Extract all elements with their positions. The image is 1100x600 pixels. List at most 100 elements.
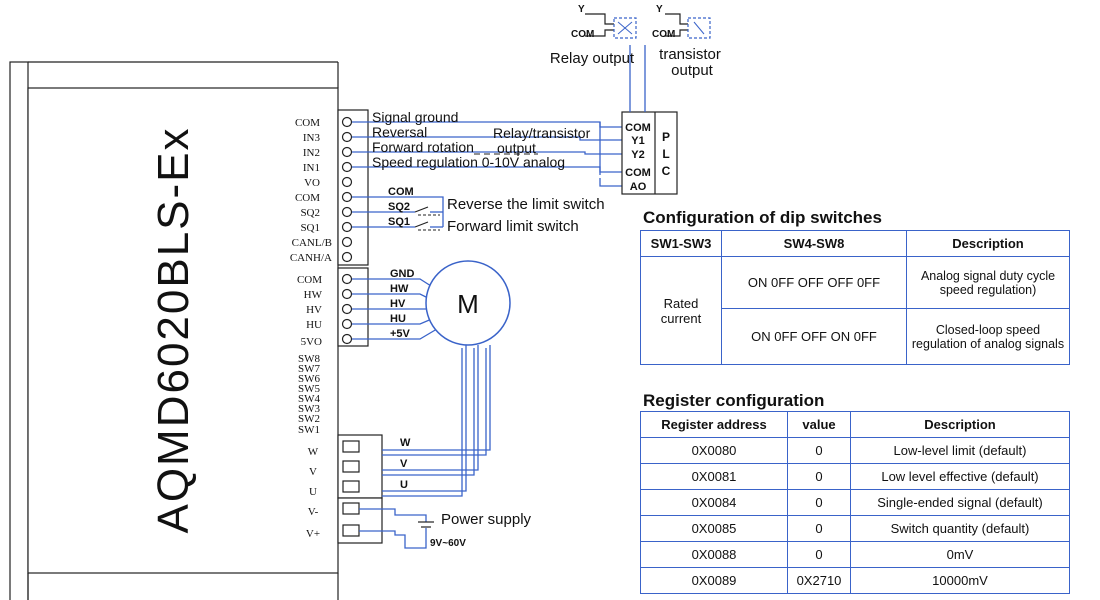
pin-label: V-	[308, 506, 319, 518]
pin-label: SW4	[298, 393, 321, 405]
pin-label: CANL/B	[292, 237, 332, 249]
relay-wires	[629, 45, 646, 112]
register-header-address: Register address	[640, 411, 788, 438]
power-supply-label: Power supply	[441, 511, 532, 528]
table-row: 0X0089 0X2710 10000mV	[640, 567, 1070, 594]
hall-terminals	[341, 273, 353, 345]
plc-pin: AO	[630, 181, 647, 193]
sq1-wire-label: SQ1	[388, 216, 410, 228]
register-address-cell: 0X0080	[640, 437, 788, 464]
reverse-limit-label: Reverse the limit switch	[447, 196, 605, 213]
register-value-cell: 0	[787, 489, 851, 516]
dip-description-cell: Analog signal duty cycle speed regulatio…	[906, 256, 1070, 309]
pin-label: COM	[295, 192, 320, 204]
dip-description-cell: Closed-loop speed regulation of analog s…	[906, 308, 1070, 365]
register-address-cell: 0X0088	[640, 541, 788, 568]
table-row: 0X0080 0 Low-level limit (default)	[640, 437, 1070, 464]
plc-pin: COM	[625, 122, 651, 134]
power-wires	[359, 508, 434, 549]
hall-wire-label: +5V	[390, 328, 411, 340]
pin-label: SQ2	[300, 207, 320, 219]
signal-terminals	[341, 116, 353, 263]
register-header-value: value	[787, 411, 851, 438]
register-address-cell: 0X0085	[640, 515, 788, 542]
register-description-cell: Switch quantity (default)	[850, 515, 1070, 542]
hall-wire-label: HU	[390, 313, 406, 325]
pin-label: SW2	[298, 413, 320, 425]
pin-label: CANH/A	[290, 252, 332, 264]
pin-label: VO	[304, 177, 320, 189]
forward-rotation-label: Forward rotation	[372, 139, 474, 155]
dip-header-description: Description	[906, 230, 1070, 257]
dip-rated-current-cell: Rated current	[640, 256, 722, 365]
power-pin-labels: V- V+	[306, 506, 320, 540]
transistor-label-line2: output	[671, 62, 714, 79]
pin-label: SW3	[298, 403, 321, 415]
forward-limit-label: Forward limit switch	[447, 218, 579, 235]
plc-letters: P L C	[662, 130, 671, 178]
relay-output-symbol: Y COM	[571, 4, 637, 40]
pin-label: U	[309, 486, 317, 498]
table-row: 0X0081 0 Low level effective (default)	[640, 463, 1070, 490]
transistor-label-line1: transistor	[659, 46, 721, 63]
motor-terminals	[342, 440, 360, 493]
register-value-cell: 0	[787, 463, 851, 490]
plc-pin-labels: COM Y1 Y2 COM AO	[625, 122, 651, 193]
dip-sw4-sw8-cell: ON 0FF OFF OFF 0FF	[721, 256, 907, 309]
power-voltage-label: 9V~60V	[430, 538, 466, 549]
motor-pin-labels: W V U	[308, 446, 319, 498]
register-table-title: Register configuration	[643, 391, 825, 410]
output-label: output	[497, 140, 536, 156]
pin-label: HW	[304, 289, 323, 301]
register-address-cell: 0X0081	[640, 463, 788, 490]
register-value-cell: 0	[787, 541, 851, 568]
pin-label: HU	[306, 319, 322, 331]
signal-wires	[352, 121, 622, 187]
controller-housing	[9, 61, 339, 600]
dip-table-title: Configuration of dip switches	[643, 208, 882, 227]
register-value-cell: 0	[787, 515, 851, 542]
register-description-cell: Low level effective (default)	[850, 463, 1070, 490]
dip-switch-table: SW1-SW3 SW4-SW8 Description Rated curren…	[640, 230, 1070, 365]
plc-letter: P	[662, 130, 670, 144]
register-description-cell: 0mV	[850, 541, 1070, 568]
hall-wire-label: GND	[390, 268, 415, 280]
register-header-description: Description	[850, 411, 1070, 438]
switch-pin-labels: SW8 SW7 SW6 SW5 SW4 SW3 SW2 SW1	[298, 353, 321, 436]
pin-label: SW8	[298, 353, 321, 365]
signal-pin-labels: COM IN3 IN2 IN1 VO COM SQ2 SQ1 CANL/B CA…	[290, 117, 332, 264]
speed-regulation-label: Speed regulation 0-10V analog	[372, 154, 565, 170]
dip-header-sw1-sw3: SW1-SW3	[640, 230, 722, 257]
relay-output-label: Relay output	[550, 50, 635, 67]
register-address-cell: 0X0084	[640, 489, 788, 516]
register-description-cell: Single-ended signal (default)	[850, 489, 1070, 516]
motor-wire-label: U	[400, 479, 408, 491]
register-description-cell: 10000mV	[850, 567, 1070, 594]
transistor-y-label: Y	[656, 4, 663, 15]
pin-label: COM	[295, 117, 320, 129]
table-row: 0X0085 0 Switch quantity (default)	[640, 515, 1070, 542]
pin-label: W	[308, 446, 319, 458]
pin-label: IN3	[303, 132, 321, 144]
limit-switch-wires	[352, 196, 444, 231]
pin-label: IN2	[303, 147, 320, 159]
device-model-label: AQMD6020BLS-Ex	[149, 126, 198, 533]
hall-wire-label: HW	[390, 283, 409, 295]
pin-label: SW1	[298, 424, 320, 436]
register-table: Register address value Description 0X008…	[640, 411, 1070, 594]
plc-letter: C	[662, 164, 671, 178]
plc-pin: Y2	[631, 149, 644, 161]
relay-y-label: Y	[578, 4, 585, 15]
pin-label: V+	[306, 528, 320, 540]
pin-label: SW7	[298, 363, 321, 375]
signal-ground-label: Signal ground	[372, 109, 458, 125]
dip-sw4-sw8-cell: ON 0FF OFF ON 0FF	[721, 308, 907, 365]
motor-wire-label: W	[400, 437, 411, 449]
pin-label: IN1	[303, 162, 320, 174]
relay-transistor-label: Relay/transistor	[493, 125, 591, 141]
pin-label: 5VO	[301, 336, 322, 348]
motor-symbol	[425, 260, 511, 346]
com-wire-label: COM	[388, 186, 414, 198]
register-value-cell: 0X2710	[787, 567, 851, 594]
